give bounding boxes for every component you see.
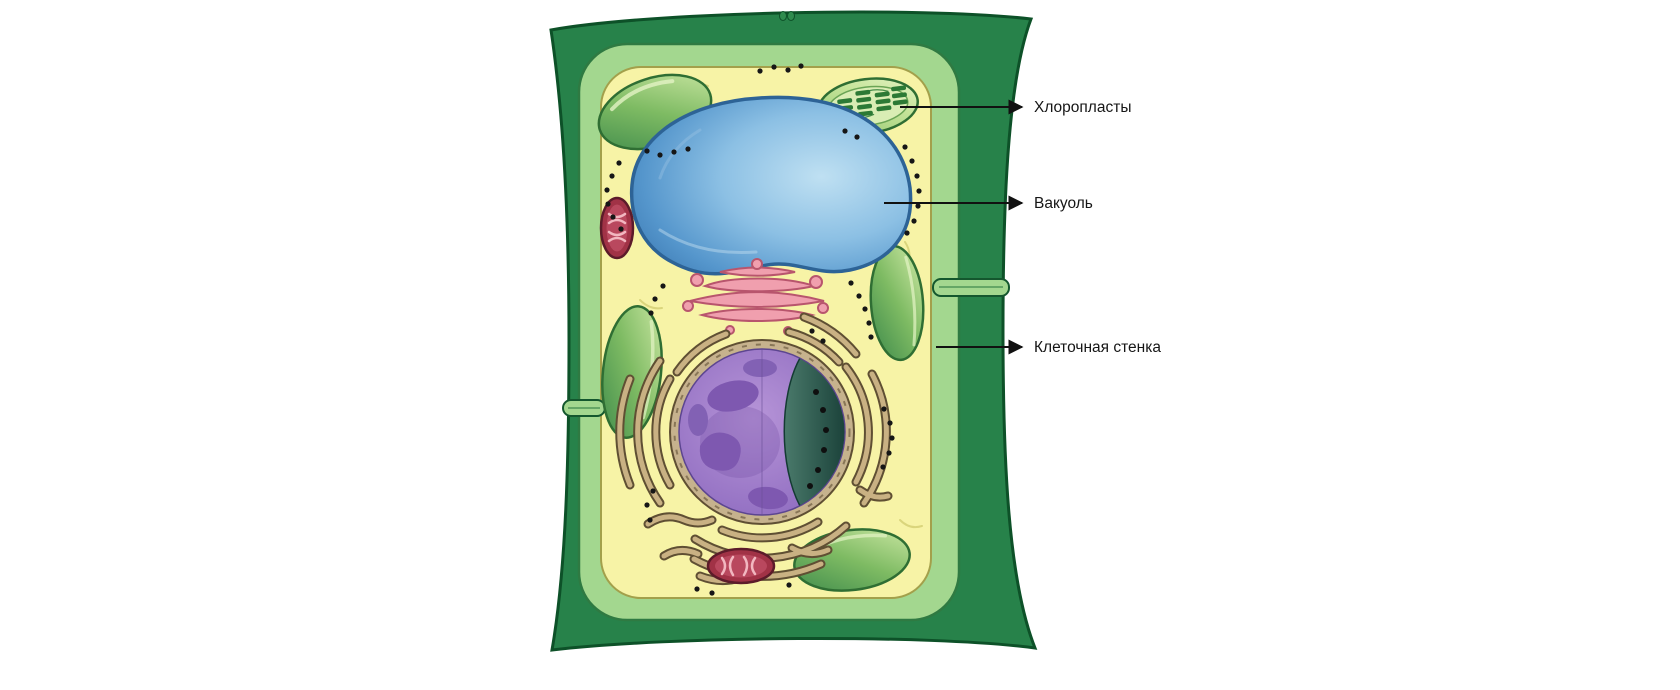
chromatin-blob (748, 486, 788, 510)
label-chloroplasts-text: Хлоропласты (1034, 99, 1131, 116)
golgi-apparatus (682, 258, 829, 336)
mitochondrion-bottom (706, 547, 776, 585)
chromatin-blob (743, 359, 777, 377)
chromatin-blob (699, 432, 741, 471)
label-vacuole: Вакуоль (884, 195, 1093, 212)
vacuole (629, 95, 913, 276)
nuclear-pores (807, 389, 829, 489)
nucleus (669, 339, 855, 525)
chromatin-blob (707, 380, 759, 412)
label-cell-wall: Клеточная стенка (936, 339, 1161, 356)
label-cell-wall-text: Клеточная стенка (1034, 339, 1161, 356)
plasmodesma-right (932, 278, 1010, 297)
label-vacuole-text: Вакуоль (1034, 195, 1093, 212)
plasmodesma-left (562, 399, 606, 417)
ribosomes (604, 63, 922, 596)
mitochondrion-left (599, 196, 635, 260)
top-wall-pore (779, 11, 795, 21)
chromatin-blob (688, 404, 708, 436)
label-chloroplasts: Хлоропласты (900, 99, 1131, 116)
chloroplast-right (869, 244, 925, 362)
